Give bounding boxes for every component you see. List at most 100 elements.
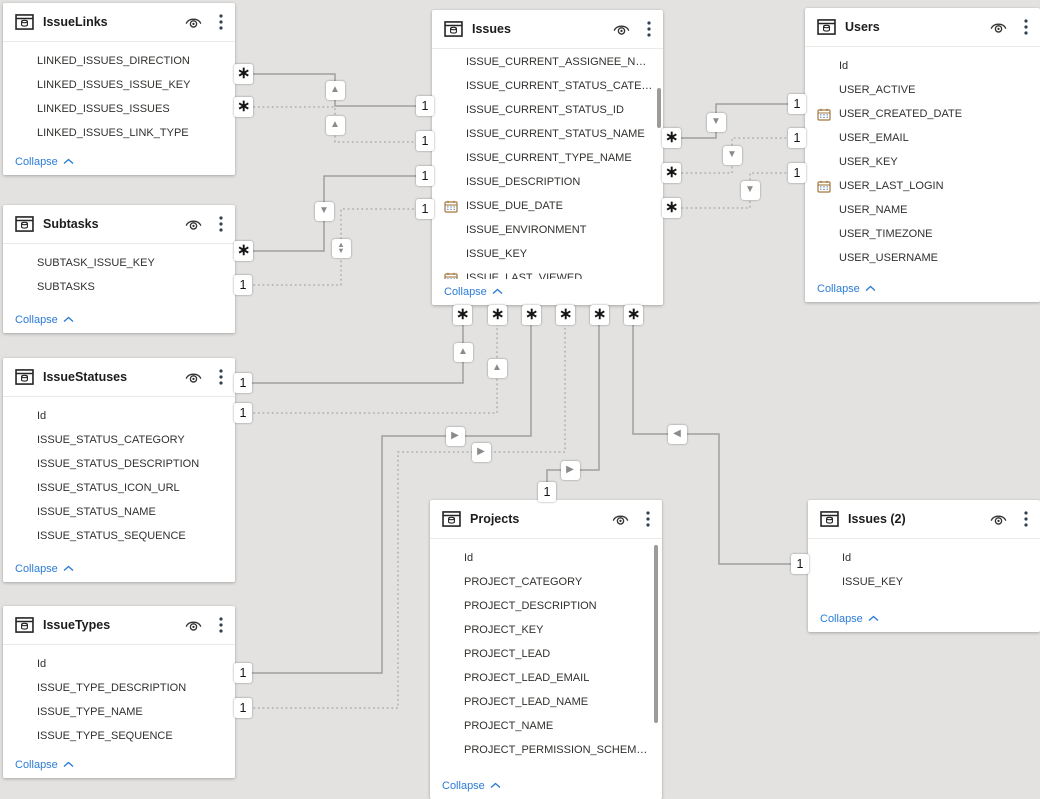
relationship-line[interactable] — [663, 103, 807, 139]
more-options-button[interactable] — [217, 214, 225, 234]
collapse-link[interactable]: Collapse — [444, 286, 503, 298]
relationship-line[interactable] — [235, 175, 430, 252]
field-row[interactable]: ISSUE_TYPE_SEQUENCE — [3, 724, 235, 748]
field-row[interactable]: USER_EMAIL — [805, 126, 1040, 150]
field-row[interactable]: Id — [3, 404, 235, 428]
field-row[interactable]: ISSUE_DUE_DATE — [432, 194, 663, 218]
field-row[interactable]: ISSUE_LAST_VIEWED — [432, 266, 663, 279]
field-row[interactable]: PROJECT_DESCRIPTION — [430, 594, 662, 618]
field-row[interactable]: ISSUE_KEY — [808, 570, 1040, 594]
field-row[interactable]: USER_NAME — [805, 198, 1040, 222]
field-row[interactable]: LINKED_ISSUES_ISSUES — [3, 97, 235, 121]
field-row[interactable]: PROJECT_LEAD_EMAIL — [430, 666, 662, 690]
field-row[interactable]: PROJECT_LEAD — [430, 642, 662, 666]
table-card-header[interactable]: Projects — [430, 500, 662, 539]
table-card-header[interactable]: Issues — [432, 10, 663, 49]
more-options-button[interactable] — [217, 12, 225, 32]
field-row[interactable]: ISSUE_CURRENT_STATUS_NAME — [432, 122, 663, 146]
collapse-link[interactable]: Collapse — [15, 314, 74, 326]
eye-icon[interactable] — [184, 217, 203, 232]
eye-icon[interactable] — [184, 370, 203, 385]
field-row[interactable]: Id — [430, 546, 662, 570]
field-row[interactable]: ISSUE_STATUS_SEQUENCE — [3, 524, 235, 548]
table-card-header[interactable]: IssueStatuses — [3, 358, 235, 397]
eye-icon[interactable] — [612, 22, 631, 37]
relationship-line[interactable] — [235, 306, 464, 384]
table-card-header[interactable]: Issues (2) — [808, 500, 1040, 539]
relationship-line[interactable] — [235, 306, 566, 709]
collapse-link[interactable]: Collapse — [817, 283, 876, 295]
more-options-button[interactable] — [645, 19, 653, 39]
relationship-line[interactable] — [235, 306, 498, 414]
relationship-line[interactable] — [235, 73, 430, 107]
relationship-line[interactable] — [546, 306, 600, 500]
relationship-line[interactable] — [632, 306, 808, 565]
field-row[interactable]: ISSUE_STATUS_NAME — [3, 500, 235, 524]
relationship-line[interactable] — [235, 306, 532, 674]
field-row[interactable]: ISSUE_TYPE_DESCRIPTION — [3, 676, 235, 700]
field-row[interactable]: ISSUE_TYPE_NAME — [3, 700, 235, 724]
field-row[interactable]: ISSUE_STATUS_DESCRIPTION — [3, 452, 235, 476]
field-row[interactable]: PROJECT_NAME — [430, 714, 662, 738]
field-row[interactable]: ISSUE_CURRENT_TYPE_NAME — [432, 146, 663, 170]
eye-icon[interactable] — [184, 15, 203, 30]
table-card-issues[interactable]: Issues ISSUE_CURRENT_ASSIGNEE_N…ISSUE_CU… — [432, 10, 663, 305]
table-card-header[interactable]: IssueTypes — [3, 606, 235, 645]
scrollbar[interactable] — [654, 545, 658, 723]
table-card-header[interactable]: Subtasks — [3, 205, 235, 244]
more-options-button[interactable] — [1022, 509, 1030, 529]
more-options-button[interactable] — [217, 615, 225, 635]
field-row[interactable]: ISSUE_STATUS_CATEGORY — [3, 428, 235, 452]
field-row[interactable]: Id — [805, 54, 1040, 78]
field-row[interactable]: ISSUE_CURRENT_STATUS_ID — [432, 98, 663, 122]
collapse-link[interactable]: Collapse — [820, 613, 879, 625]
more-options-button[interactable] — [644, 509, 652, 529]
field-row[interactable]: PROJECT_LEAD_NAME — [430, 690, 662, 714]
eye-icon[interactable] — [611, 512, 630, 527]
field-row[interactable]: PROJECT_CATEGORY — [430, 570, 662, 594]
field-row[interactable]: USER_CREATED_DATE — [805, 102, 1040, 126]
field-row[interactable]: PROJECT_PERMISSION_SCHEM… — [430, 738, 662, 762]
field-row[interactable]: PROJECT_KEY — [430, 618, 662, 642]
field-row[interactable]: ISSUE_CURRENT_ASSIGNEE_N… — [432, 50, 663, 74]
field-row[interactable]: USER_KEY — [805, 150, 1040, 174]
collapse-link[interactable]: Collapse — [15, 156, 74, 168]
more-options-button[interactable] — [217, 367, 225, 387]
table-card-header[interactable]: Users — [805, 8, 1040, 47]
collapse-link[interactable]: Collapse — [442, 780, 501, 792]
field-row[interactable]: ISSUE_CURRENT_STATUS_CATE… — [432, 74, 663, 98]
field-row[interactable]: ISSUE_STATUS_ICON_URL — [3, 476, 235, 500]
field-row[interactable]: LINKED_ISSUES_ISSUE_KEY — [3, 73, 235, 97]
relationship-line[interactable] — [235, 106, 430, 143]
field-row[interactable]: Id — [3, 652, 235, 676]
field-row[interactable]: ISSUE_DESCRIPTION — [432, 170, 663, 194]
eye-icon[interactable] — [989, 512, 1008, 527]
field-row[interactable]: ISSUE_ENVIRONMENT — [432, 218, 663, 242]
field-row[interactable]: USER_TIMEZONE — [805, 222, 1040, 246]
field-row[interactable]: USER_USERNAME — [805, 246, 1040, 270]
table-card-header[interactable]: IssueLinks — [3, 3, 235, 42]
field-row[interactable]: LINKED_ISSUES_LINK_TYPE — [3, 121, 235, 145]
scrollbar[interactable] — [657, 88, 661, 128]
collapse-link[interactable]: Collapse — [15, 759, 74, 771]
field-row[interactable]: Id — [808, 546, 1040, 570]
field-row[interactable]: ISSUE_KEY — [432, 242, 663, 266]
eye-icon[interactable] — [184, 618, 203, 633]
eye-icon[interactable] — [989, 20, 1008, 35]
field-row[interactable]: SUBTASKS — [3, 275, 235, 299]
relationship-line[interactable] — [663, 137, 807, 174]
field-row[interactable]: SUBTASK_ISSUE_KEY — [3, 251, 235, 275]
field-row[interactable]: LINKED_ISSUES_DIRECTION — [3, 49, 235, 73]
field-row[interactable]: USER_ACTIVE — [805, 78, 1040, 102]
field-row[interactable]: USER_LAST_LOGIN — [805, 174, 1040, 198]
more-options-button[interactable] — [1022, 17, 1030, 37]
relationship-line[interactable] — [235, 208, 430, 286]
